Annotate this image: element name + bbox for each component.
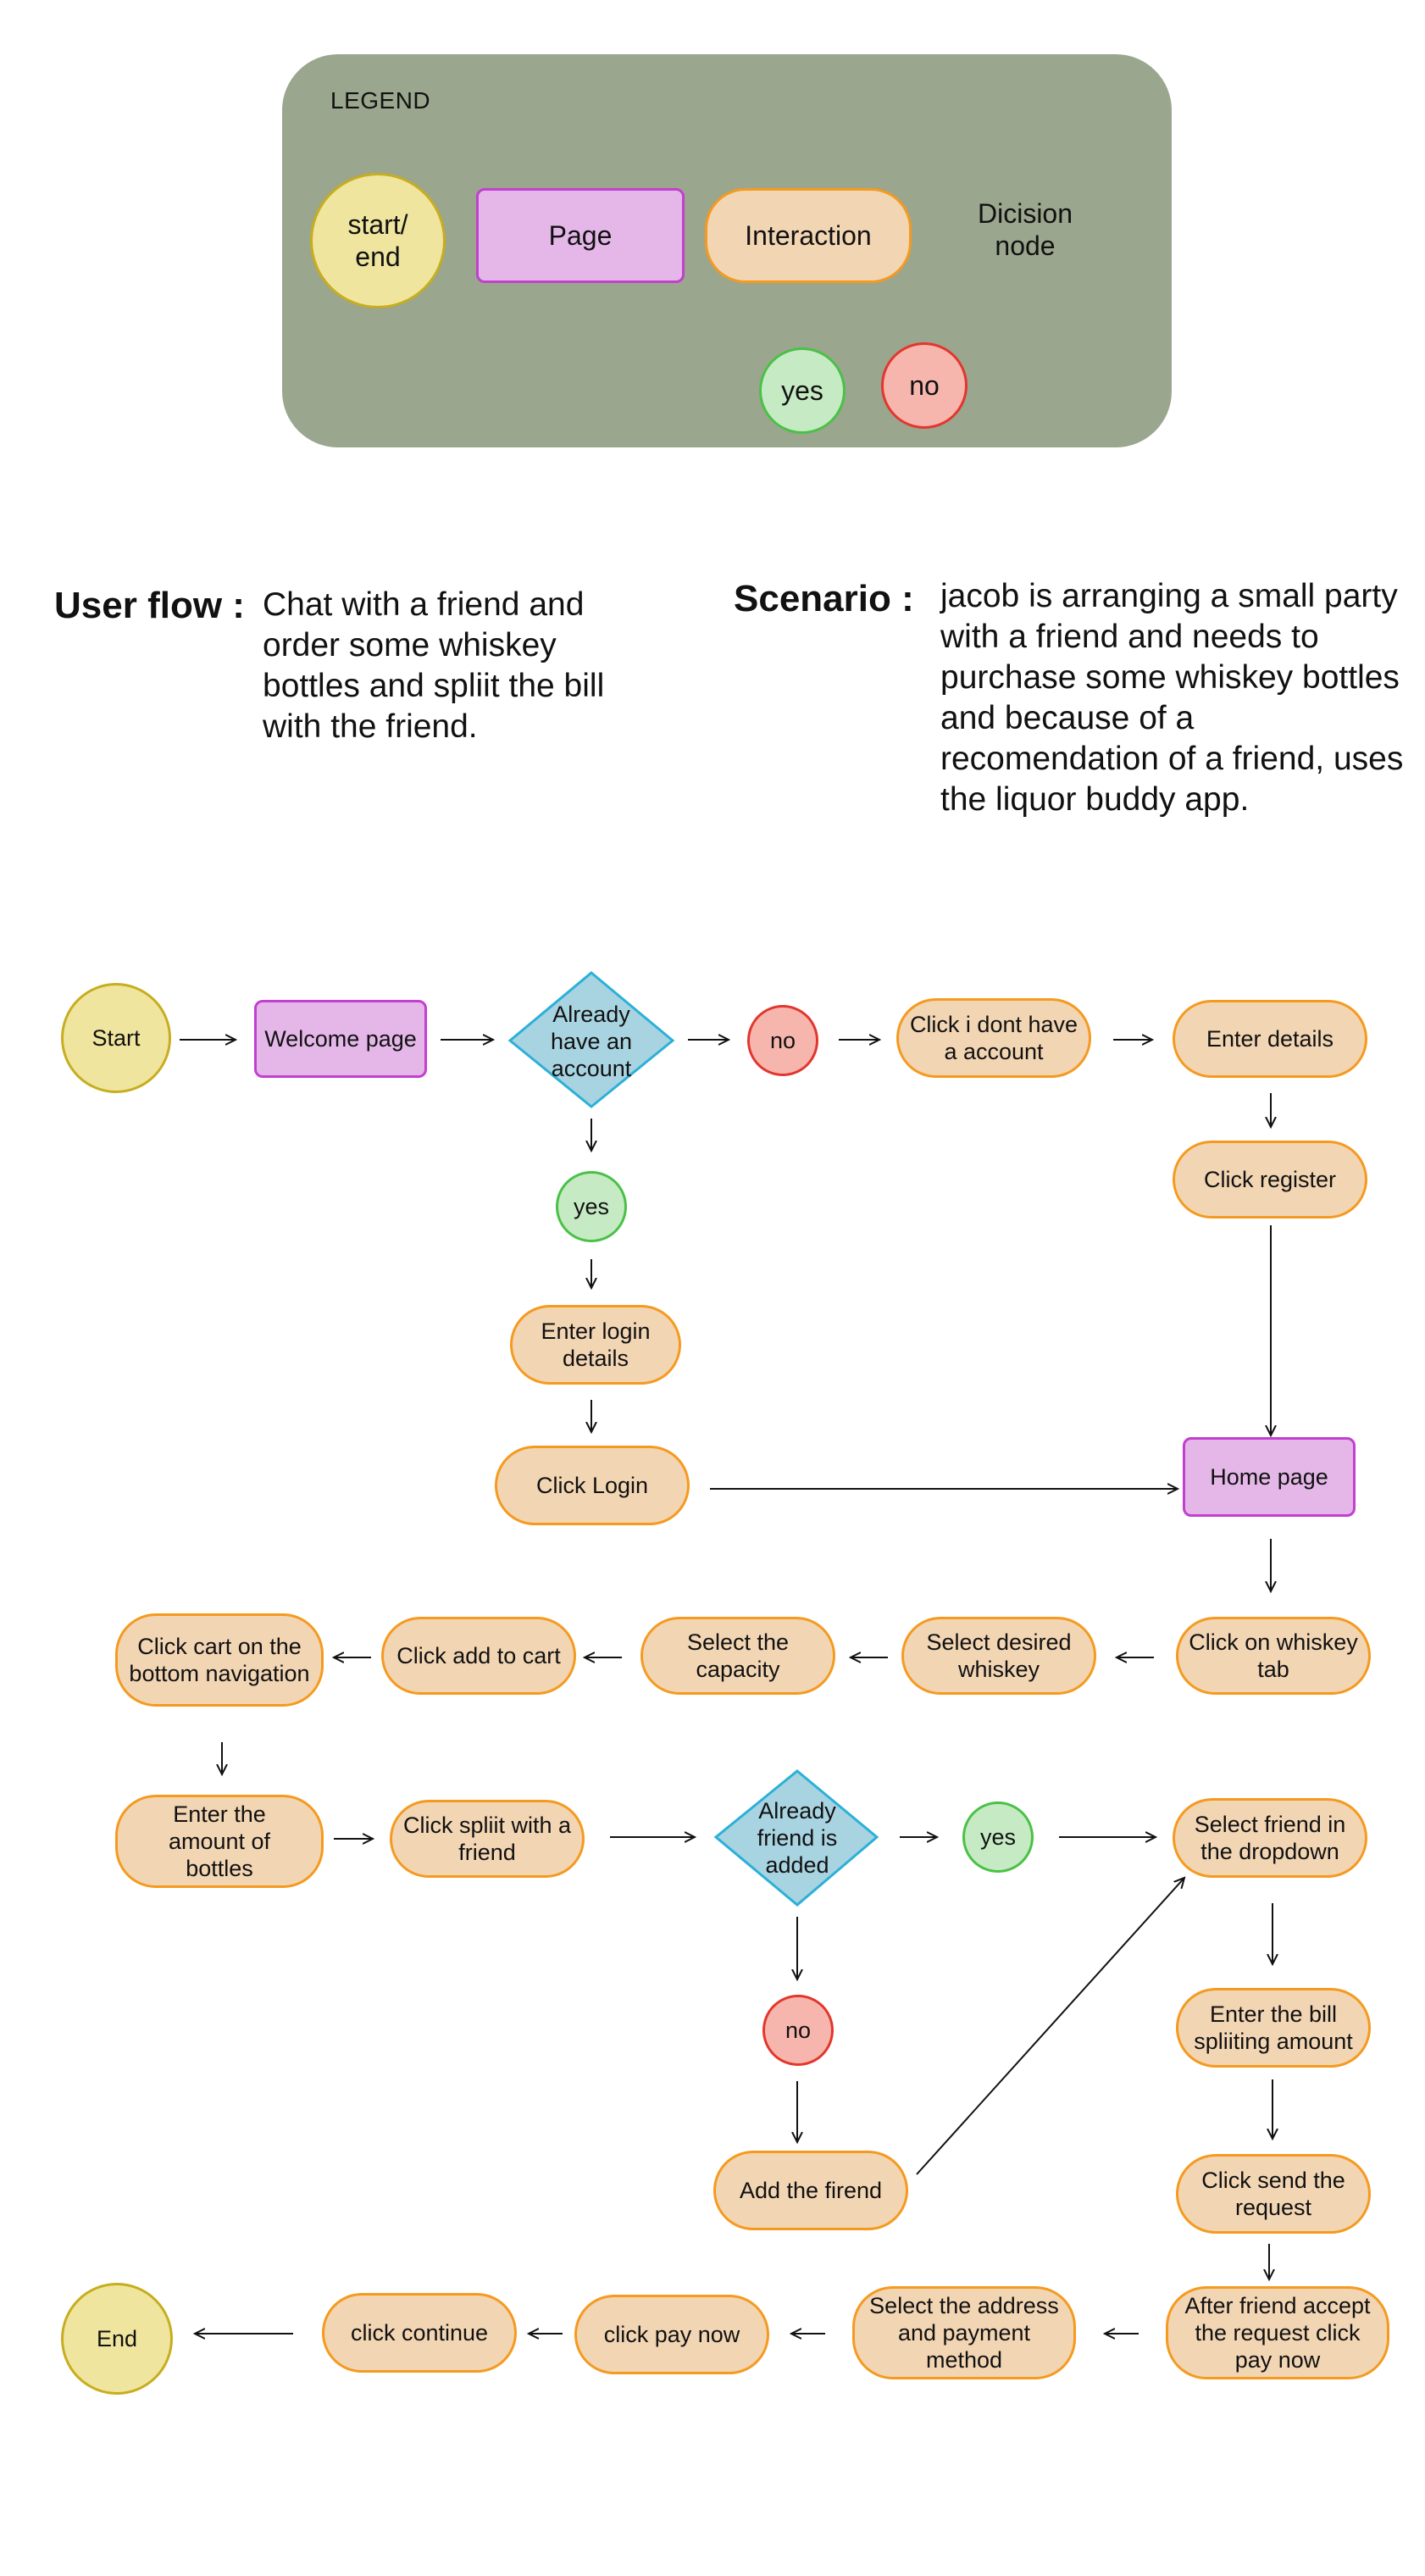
- legend-interaction-label: Interaction: [745, 220, 872, 251]
- desired-whiskey-node: Select desired whiskey: [901, 1617, 1096, 1695]
- legend-start-end-label: start/ end: [347, 209, 408, 272]
- split-friend-node: Click spliit with a friend: [390, 1800, 585, 1878]
- legend-decision-label: Dicision node: [977, 198, 1073, 261]
- end-label: End: [96, 2326, 138, 2351]
- welcome-page-node: Welcome page: [254, 1000, 427, 1078]
- click-login-node: Click Login: [495, 1446, 690, 1525]
- start-node: Start: [61, 983, 171, 1093]
- already-account-diamond: [507, 971, 675, 1108]
- enter-details-label: Enter details: [1206, 1026, 1334, 1052]
- scenario-text: jacob is arranging a small party with a …: [940, 578, 1404, 818]
- start-label: Start: [91, 1025, 141, 1051]
- enter-login-label: Enter login details: [541, 1319, 651, 1371]
- add-friend-node: Add the firend: [713, 2151, 908, 2230]
- after-accept-node: After friend accept the request click pa…: [1166, 2286, 1389, 2379]
- already-friend-label: Already friend is added: [757, 1798, 838, 1878]
- desired-whiskey-label: Select desired whiskey: [926, 1629, 1072, 1682]
- select-address-node: Select the address and payment method: [852, 2286, 1076, 2379]
- no-node-2: no: [762, 1995, 834, 2066]
- click-no-account-node: Click i dont have a account: [896, 998, 1091, 1078]
- send-request-label: Click send the request: [1201, 2168, 1345, 2220]
- yes-node-2: yes: [962, 1802, 1034, 1873]
- arrow-add-select: [916, 1878, 1184, 2175]
- continue-node: click continue: [322, 2293, 517, 2373]
- select-address-label: Select the address and payment method: [869, 2293, 1059, 2373]
- pay-now-label: click pay now: [603, 2322, 740, 2347]
- whiskey-tab-node: Click on whiskey tab: [1176, 1617, 1371, 1695]
- after-accept-label: After friend accept the request click pa…: [1184, 2293, 1371, 2373]
- legend-yes: yes: [759, 347, 846, 434]
- whiskey-tab-label: Click on whiskey tab: [1189, 1629, 1358, 1682]
- click-register-node: Click register: [1173, 1141, 1367, 1219]
- user-flow-text: Chat with a friend and order some whiske…: [263, 586, 605, 745]
- legend-page: Page: [476, 188, 685, 283]
- yes-node-1: yes: [556, 1171, 627, 1242]
- click-login-label: Click Login: [535, 1473, 649, 1498]
- continue-label: click continue: [350, 2320, 489, 2346]
- user-flow-label: User flow :: [54, 585, 245, 626]
- legend-no-label: no: [909, 370, 940, 401]
- bill-amount-node: Enter the bill spliiting amount: [1176, 1988, 1371, 2068]
- yes-label-1: yes: [573, 1194, 610, 1219]
- no-label-1: no: [769, 1028, 796, 1053]
- home-page-node: Home page: [1183, 1437, 1356, 1517]
- cart-nav-label: Click cart on the bottom navigation: [129, 1634, 310, 1686]
- select-capacity-label: Select the capacity: [686, 1629, 790, 1682]
- end-node: End: [61, 2283, 173, 2395]
- split-friend-label: Click spliit with a friend: [402, 1813, 572, 1865]
- select-friend-label: Select friend in the dropdown: [1194, 1812, 1346, 1864]
- already-friend-diamond: [713, 1769, 879, 1907]
- welcome-page-label: Welcome page: [264, 1026, 417, 1052]
- legend-yes-label: yes: [781, 375, 823, 406]
- click-no-account-label: Click i dont have a account: [909, 1012, 1078, 1064]
- click-register-label: Click register: [1203, 1167, 1337, 1192]
- scenario-label: Scenario :: [734, 578, 914, 619]
- send-request-node: Click send the request: [1176, 2154, 1371, 2234]
- add-to-cart-node: Click add to cart: [381, 1617, 576, 1695]
- home-page-label: Home page: [1210, 1464, 1328, 1490]
- legend-interaction: Interaction: [705, 188, 912, 283]
- add-friend-label: Add the firend: [739, 2178, 883, 2203]
- no-label-2: no: [785, 2018, 812, 2043]
- enter-amount-label: Enter the amount of bottles: [168, 1802, 271, 1881]
- no-node-1: no: [747, 1005, 818, 1076]
- already-account-label: Already have an account: [550, 1002, 633, 1081]
- enter-login-node: Enter login details: [510, 1305, 681, 1385]
- add-to-cart-label: Click add to cart: [396, 1643, 561, 1668]
- legend-title: LEGEND: [330, 87, 431, 114]
- select-friend-node: Select friend in the dropdown: [1173, 1798, 1367, 1878]
- cart-nav-node: Click cart on the bottom navigation: [115, 1613, 324, 1707]
- enter-amount-node: Enter the amount of bottles: [115, 1795, 324, 1888]
- legend-no: no: [881, 342, 968, 429]
- legend-start-end: start/ end: [310, 173, 446, 308]
- select-capacity-node: Select the capacity: [640, 1617, 835, 1695]
- bill-amount-label: Enter the bill spliiting amount: [1194, 2001, 1353, 2054]
- yes-label-2: yes: [979, 1824, 1017, 1850]
- legend-page-label: Page: [548, 220, 613, 251]
- enter-details-node: Enter details: [1173, 1000, 1367, 1078]
- pay-now-node: click pay now: [574, 2295, 769, 2374]
